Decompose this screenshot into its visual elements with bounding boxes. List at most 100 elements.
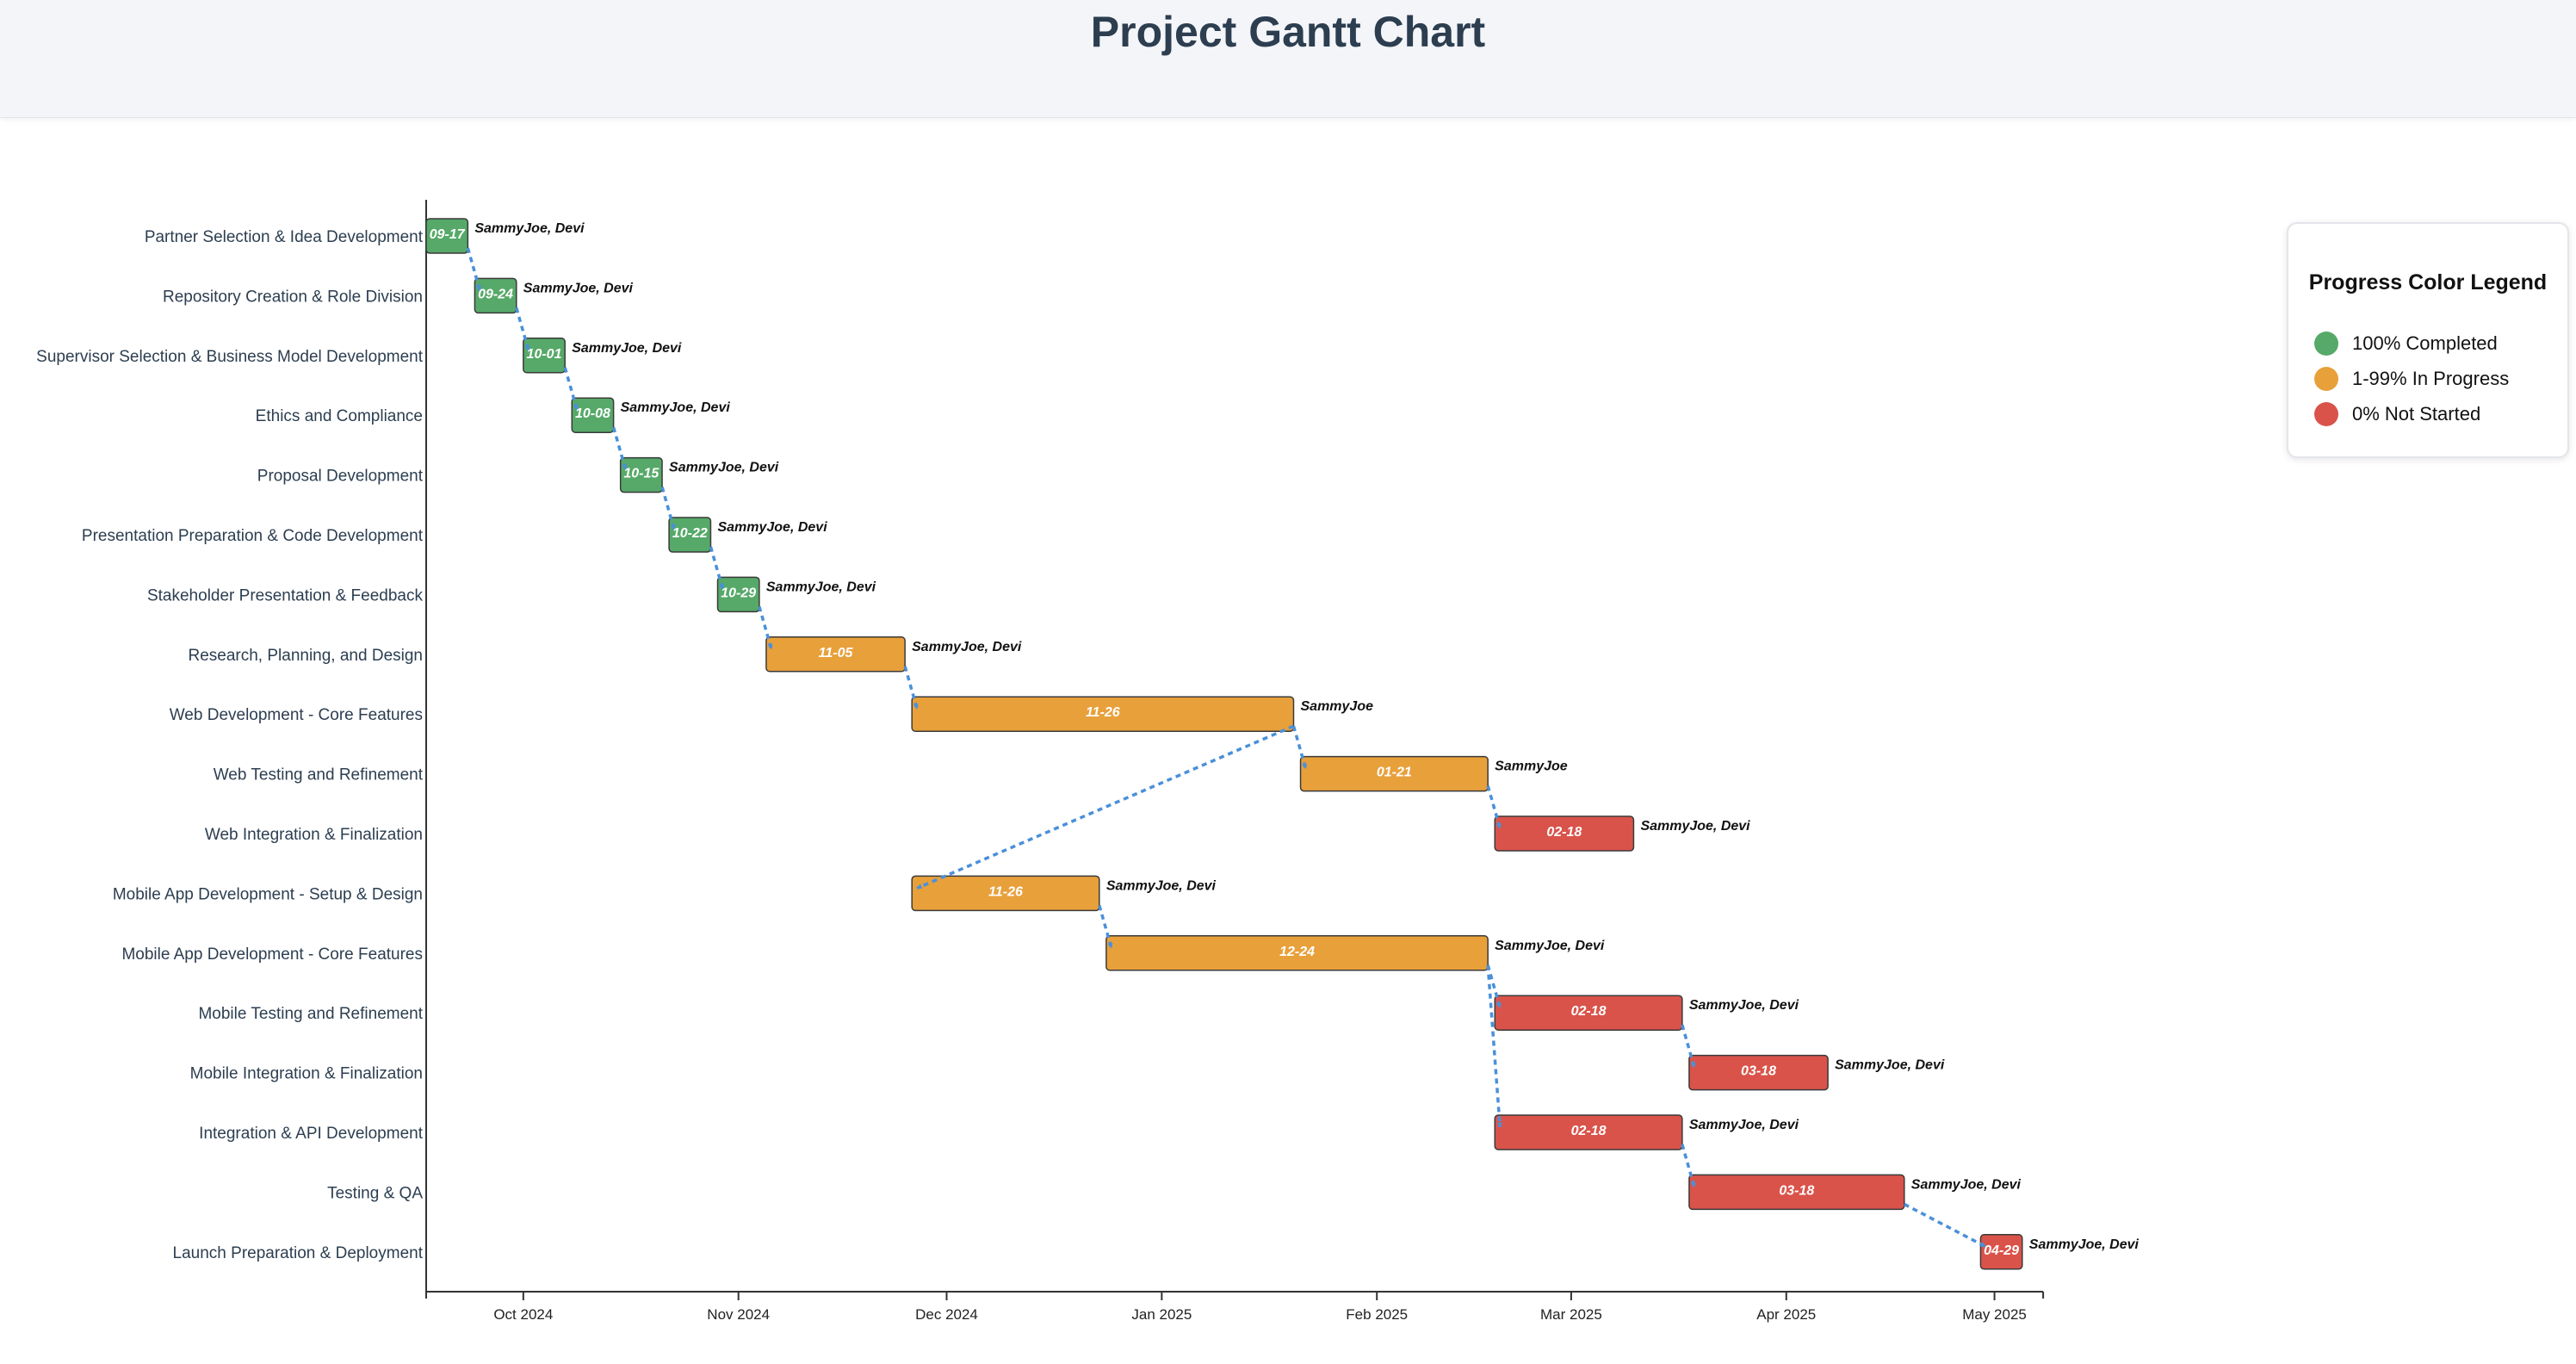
x-tick-label: Mar 2025 bbox=[1540, 1306, 1602, 1323]
task-bar[interactable] bbox=[1299, 755, 1489, 792]
dependency-arrow bbox=[916, 724, 1295, 890]
task-assignees-label: SammyJoe, Devi bbox=[1911, 1177, 2022, 1192]
dependency-arrow bbox=[1681, 1144, 1696, 1187]
task-assignees-label: SammyJoe, Devi bbox=[717, 520, 827, 535]
task-assignees-label: SammyJoe, Devi bbox=[572, 341, 682, 356]
task-bar-date-label: 10-15 bbox=[623, 467, 659, 481]
task-assignees-label: SammyJoe, Devi bbox=[1640, 819, 1750, 834]
task-name-label: Mobile Testing and Refinement bbox=[198, 1005, 423, 1023]
x-tick-label: Nov 2024 bbox=[707, 1306, 770, 1323]
task-assignees-label: SammyJoe bbox=[1495, 760, 1568, 774]
task-bar[interactable] bbox=[425, 218, 469, 254]
task-bar[interactable] bbox=[1979, 1234, 2023, 1270]
task-assignees-label: SammyJoe, Devi bbox=[523, 281, 634, 295]
task-bar-date-label: 03-18 bbox=[1779, 1183, 1814, 1198]
task-name-label: Repository Creation & Role Division bbox=[163, 288, 423, 306]
task-bar[interactable] bbox=[668, 517, 712, 553]
x-tick-label: May 2025 bbox=[1962, 1306, 2027, 1323]
legend-item-in-progress: 1-99% In Progress bbox=[2314, 366, 2509, 392]
task-bar[interactable] bbox=[474, 277, 517, 314]
task-bar-date-label: 10-01 bbox=[527, 347, 562, 362]
task-bar-date-label: 11-26 bbox=[1086, 705, 1120, 720]
task-assignees-label: SammyJoe, Devi bbox=[1689, 998, 1799, 1013]
page-title: Project Gantt Chart bbox=[1090, 8, 1486, 56]
task-bar[interactable] bbox=[571, 397, 615, 433]
legend-swatch-completed bbox=[2314, 332, 2338, 356]
dependency-arrow bbox=[563, 367, 579, 411]
task-bar[interactable] bbox=[619, 456, 663, 493]
legend-swatch-not-started bbox=[2314, 402, 2338, 426]
legend-title: Progress Color Legend bbox=[2308, 270, 2548, 294]
task-name-label: Ethics and Compliance bbox=[256, 407, 423, 425]
task-bar-date-label: 10-29 bbox=[721, 586, 756, 600]
task-bar[interactable] bbox=[1494, 1114, 1683, 1150]
task-bar-date-label: 10-22 bbox=[672, 526, 708, 541]
task-bar-date-label: 01-21 bbox=[1377, 766, 1412, 780]
dependency-arrow bbox=[709, 546, 725, 590]
task-assignees-label: SammyJoe, Devi bbox=[474, 221, 585, 236]
task-assignees-label: SammyJoe, Devi bbox=[1835, 1058, 1945, 1073]
dependency-arrow bbox=[903, 666, 919, 710]
task-bar-date-label: 02-18 bbox=[1571, 1004, 1607, 1019]
dependency-arrow bbox=[1903, 1202, 1987, 1249]
task-assignees-label: SammyJoe, Devi bbox=[1495, 939, 1605, 953]
task-assignees-label: SammyJoe, Devi bbox=[2029, 1237, 2139, 1252]
dependency-arrow bbox=[1098, 904, 1113, 949]
task-name-label: Research, Planning, and Design bbox=[188, 647, 423, 665]
task-assignees-label: SammyJoe, Devi bbox=[669, 461, 779, 475]
task-name-label: Partner Selection & Idea Development bbox=[145, 228, 424, 246]
header-bar: Project Gantt Chart bbox=[0, 0, 2576, 118]
task-bar-date-label: 12-24 bbox=[1279, 945, 1315, 959]
task-name-label: Web Testing and Refinement bbox=[214, 766, 424, 784]
task-name-label: Mobile Integration & Finalization bbox=[190, 1065, 423, 1083]
task-bar[interactable] bbox=[1105, 935, 1489, 971]
task-bar-date-label: 09-17 bbox=[430, 227, 466, 242]
dependency-arrow bbox=[758, 605, 773, 650]
x-tick-label: Jan 2025 bbox=[1131, 1306, 1192, 1323]
legend-item-completed: 100% Completed bbox=[2314, 331, 2498, 356]
task-bar[interactable] bbox=[1494, 815, 1635, 852]
task-bar-date-label: 02-18 bbox=[1546, 825, 1582, 840]
task-assignees-label: SammyJoe, Devi bbox=[912, 640, 1022, 654]
x-tick-label: Apr 2025 bbox=[1756, 1306, 1816, 1323]
task-bar[interactable] bbox=[523, 338, 566, 374]
task-bar[interactable] bbox=[1688, 1054, 1829, 1091]
task-name-label: Launch Preparation & Deployment bbox=[173, 1244, 424, 1262]
task-assignees-label: SammyJoe, Devi bbox=[766, 580, 876, 594]
dependency-arrow bbox=[1486, 785, 1502, 829]
task-bar-date-label: 02-18 bbox=[1571, 1124, 1607, 1138]
legend-label-not-started: 0% Not Started bbox=[2352, 403, 2481, 425]
dependency-arrow bbox=[660, 487, 676, 530]
task-name-label: Supervisor Selection & Business Model De… bbox=[36, 348, 424, 366]
task-name-label: Proposal Development bbox=[257, 468, 424, 486]
task-name-label: Testing & QA bbox=[327, 1184, 423, 1202]
task-name-label: Web Development - Core Features bbox=[170, 706, 423, 724]
task-name-label: Integration & API Development bbox=[199, 1125, 424, 1143]
task-bar-date-label: 03-18 bbox=[1741, 1064, 1776, 1079]
dependency-arrow bbox=[515, 307, 530, 351]
task-name-label: Mobile App Development - Core Features bbox=[121, 946, 423, 964]
dependency-arrow bbox=[1681, 1024, 1696, 1069]
task-name-label: Presentation Preparation & Code Developm… bbox=[82, 527, 424, 545]
task-assignees-label: SammyJoe, Devi bbox=[621, 400, 731, 415]
task-bar[interactable] bbox=[765, 636, 906, 673]
task-bar-date-label: 11-26 bbox=[988, 884, 1023, 899]
task-bar[interactable] bbox=[1688, 1174, 1905, 1211]
task-bar[interactable] bbox=[911, 875, 1100, 912]
task-bar[interactable] bbox=[1494, 995, 1683, 1031]
task-bar[interactable] bbox=[716, 576, 760, 613]
task-name-label: Web Integration & Finalization bbox=[205, 826, 423, 844]
task-assignees-label: SammyJoe, Devi bbox=[1106, 878, 1217, 893]
task-bar-date-label: 10-08 bbox=[575, 406, 610, 421]
task-bar-date-label: 04-29 bbox=[1984, 1243, 2019, 1258]
dependency-arrow bbox=[1486, 964, 1502, 1008]
dependency-arrow bbox=[1291, 725, 1308, 770]
task-name-label: Mobile App Development - Setup & Design bbox=[113, 885, 423, 903]
task-bar[interactable] bbox=[911, 696, 1295, 732]
progress-legend: Progress Color Legend 100% Completed 1-9… bbox=[2287, 222, 2569, 458]
legend-item-not-started: 0% Not Started bbox=[2314, 401, 2480, 427]
task-assignees-label: SammyJoe, Devi bbox=[1689, 1118, 1799, 1132]
x-tick-label: Oct 2024 bbox=[493, 1306, 553, 1323]
legend-swatch-in-progress bbox=[2314, 367, 2338, 391]
